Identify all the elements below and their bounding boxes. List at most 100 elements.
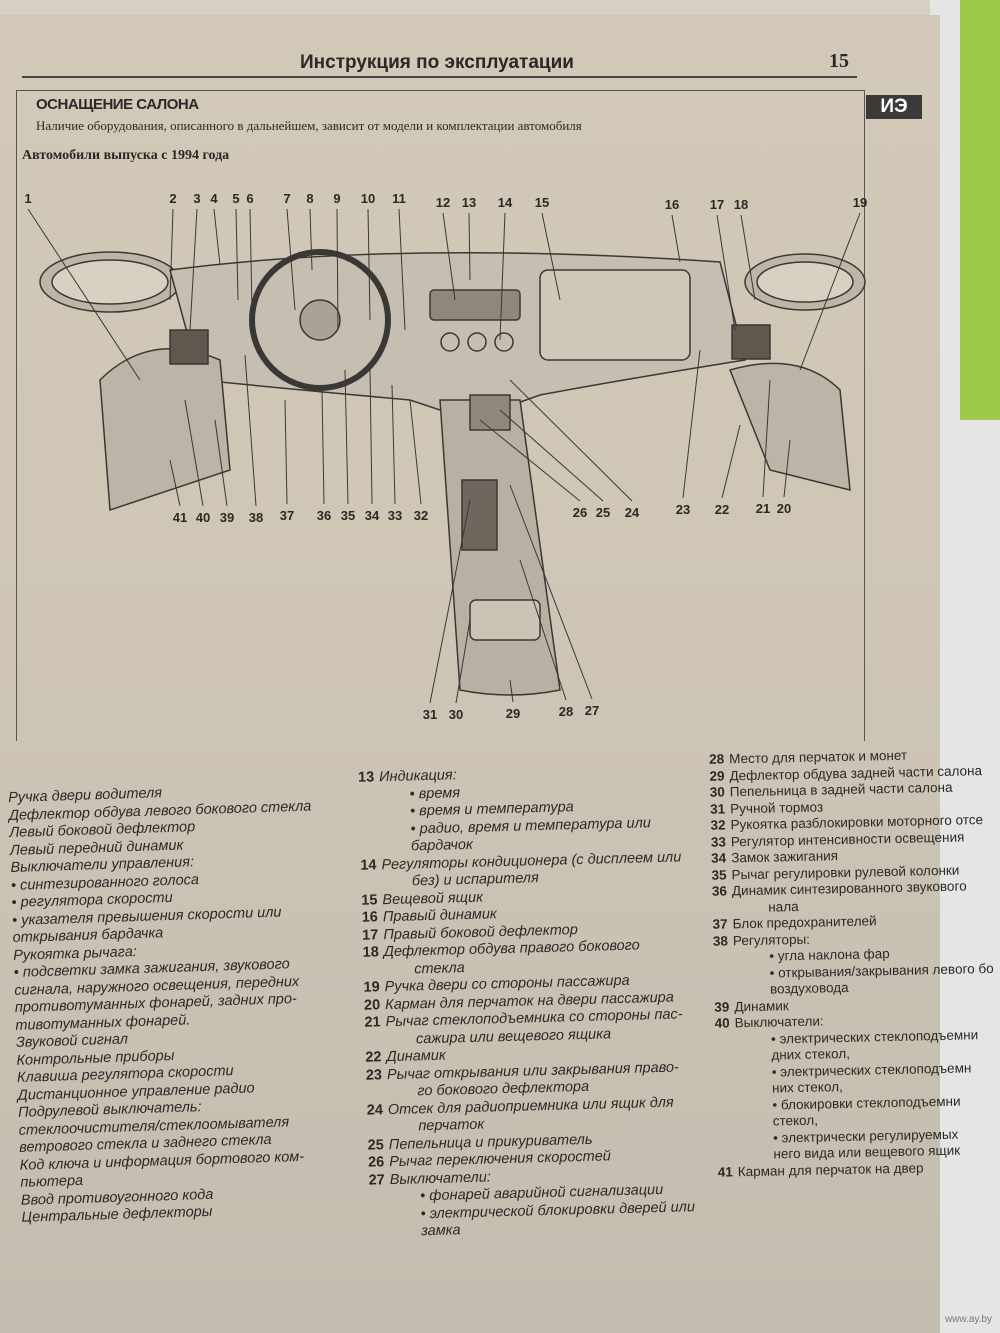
leader-line-16 xyxy=(671,214,681,263)
right-vent xyxy=(731,324,771,360)
leader-line-26 xyxy=(479,419,581,502)
legend-text: нала xyxy=(768,898,799,915)
callout-28: 28 xyxy=(558,704,574,719)
legend-number: 39 xyxy=(714,998,730,1015)
legend-number: 21 xyxy=(364,1014,381,1031)
leader-line-31 xyxy=(429,499,471,704)
header-title: Инструкция по эксплуатации xyxy=(300,52,574,73)
callout-23: 23 xyxy=(675,502,691,517)
legend-text: Регуляторы: xyxy=(732,931,811,948)
callout-22: 22 xyxy=(714,502,730,517)
callout-32: 32 xyxy=(413,508,429,523)
callout-5: 5 xyxy=(232,191,240,206)
legend-text: Динамик xyxy=(386,1047,446,1066)
legend-number xyxy=(361,1207,385,1225)
callout-30: 30 xyxy=(448,707,464,722)
leader-line-36 xyxy=(321,389,325,505)
callout-27: 27 xyxy=(584,703,600,718)
section-subtitle: Наличие оборудования, описанного в дальн… xyxy=(36,118,582,133)
leader-line-25 xyxy=(499,409,604,502)
leader-line-30 xyxy=(455,619,471,704)
legend-text: Динамик xyxy=(734,997,789,1014)
figure-caption: Автомобили выпуска с 1994 года xyxy=(22,148,230,163)
legend-number xyxy=(351,822,376,858)
leader-line-29 xyxy=(509,679,514,703)
legend-number xyxy=(706,1032,730,1049)
leader-line-7 xyxy=(286,208,296,311)
legend-number: 37 xyxy=(712,916,728,932)
leader-line-12 xyxy=(442,212,456,301)
legend-number: 33 xyxy=(710,833,727,850)
legend-number xyxy=(707,1098,731,1115)
callout-35: 35 xyxy=(340,508,356,523)
leader-line-3 xyxy=(189,208,198,331)
legend-number: 24 xyxy=(366,1101,384,1119)
callout-18: 18 xyxy=(733,197,749,212)
legend-number: 19 xyxy=(363,979,380,996)
callout-21: 21 xyxy=(755,501,771,516)
callout-14: 14 xyxy=(497,195,513,210)
legend-number xyxy=(703,900,727,917)
legend-number xyxy=(706,1048,730,1065)
right-door xyxy=(728,362,851,491)
steering-wheel xyxy=(249,249,391,391)
legend-text: Индикация: xyxy=(378,767,457,786)
callout-8: 8 xyxy=(306,191,314,206)
callout-25: 25 xyxy=(595,505,611,520)
leader-line-13 xyxy=(468,212,471,281)
callout-24: 24 xyxy=(624,505,640,520)
callout-16: 16 xyxy=(664,197,680,212)
callout-15: 15 xyxy=(534,195,550,210)
callout-11: 11 xyxy=(392,191,406,206)
leader-line-37 xyxy=(284,399,288,505)
callout-41: 41 xyxy=(172,510,188,525)
right-mirror xyxy=(744,253,866,311)
glovebox xyxy=(539,269,691,361)
legend-number: 25 xyxy=(367,1136,385,1154)
leader-line-41 xyxy=(169,459,181,507)
leader-line-40 xyxy=(184,399,204,507)
page-header: Инструкция по эксплуатации 15 xyxy=(22,50,857,78)
callout-4: 4 xyxy=(210,191,218,206)
legend-number xyxy=(351,804,375,822)
legend-number xyxy=(704,949,728,966)
legend-number: 15 xyxy=(361,891,378,909)
callout-10: 10 xyxy=(360,191,376,206)
legend-number: 34 xyxy=(711,850,727,866)
legend-number xyxy=(353,874,377,892)
legend-number: 27 xyxy=(368,1171,385,1189)
leader-line-10 xyxy=(367,208,371,321)
callout-39: 39 xyxy=(219,510,235,525)
legend-number xyxy=(362,1224,386,1242)
legend-number xyxy=(355,962,379,980)
legend-number: 20 xyxy=(363,996,381,1014)
legend-number xyxy=(359,1119,383,1137)
leader-line-34 xyxy=(369,369,373,505)
leader-line-17 xyxy=(716,214,736,331)
leader-line-18 xyxy=(740,214,756,301)
leader-line-19 xyxy=(799,212,861,371)
callout-19: 19 xyxy=(852,195,868,210)
leader-line-14 xyxy=(499,212,506,341)
leader-line-4 xyxy=(213,208,221,266)
legend-number xyxy=(358,1084,382,1102)
legend-number xyxy=(357,1032,381,1050)
legend-number: 29 xyxy=(709,767,725,784)
legend-text: замка xyxy=(420,1222,461,1240)
legend-number: 41 xyxy=(717,1163,733,1180)
leader-line-1 xyxy=(27,208,141,381)
legend-text: стекол, xyxy=(772,1112,819,1129)
leader-line-2 xyxy=(169,208,174,301)
leader-line-15 xyxy=(541,212,561,301)
leader-line-9 xyxy=(336,208,339,331)
callout-17: 17 xyxy=(709,197,725,212)
legend-number xyxy=(708,1114,732,1131)
leader-line-8 xyxy=(309,208,313,271)
callout-40: 40 xyxy=(195,510,211,525)
legend-number xyxy=(705,982,729,999)
legend-number: 28 xyxy=(708,751,725,767)
legend-number xyxy=(707,1081,731,1098)
legend-number: 18 xyxy=(362,944,379,961)
